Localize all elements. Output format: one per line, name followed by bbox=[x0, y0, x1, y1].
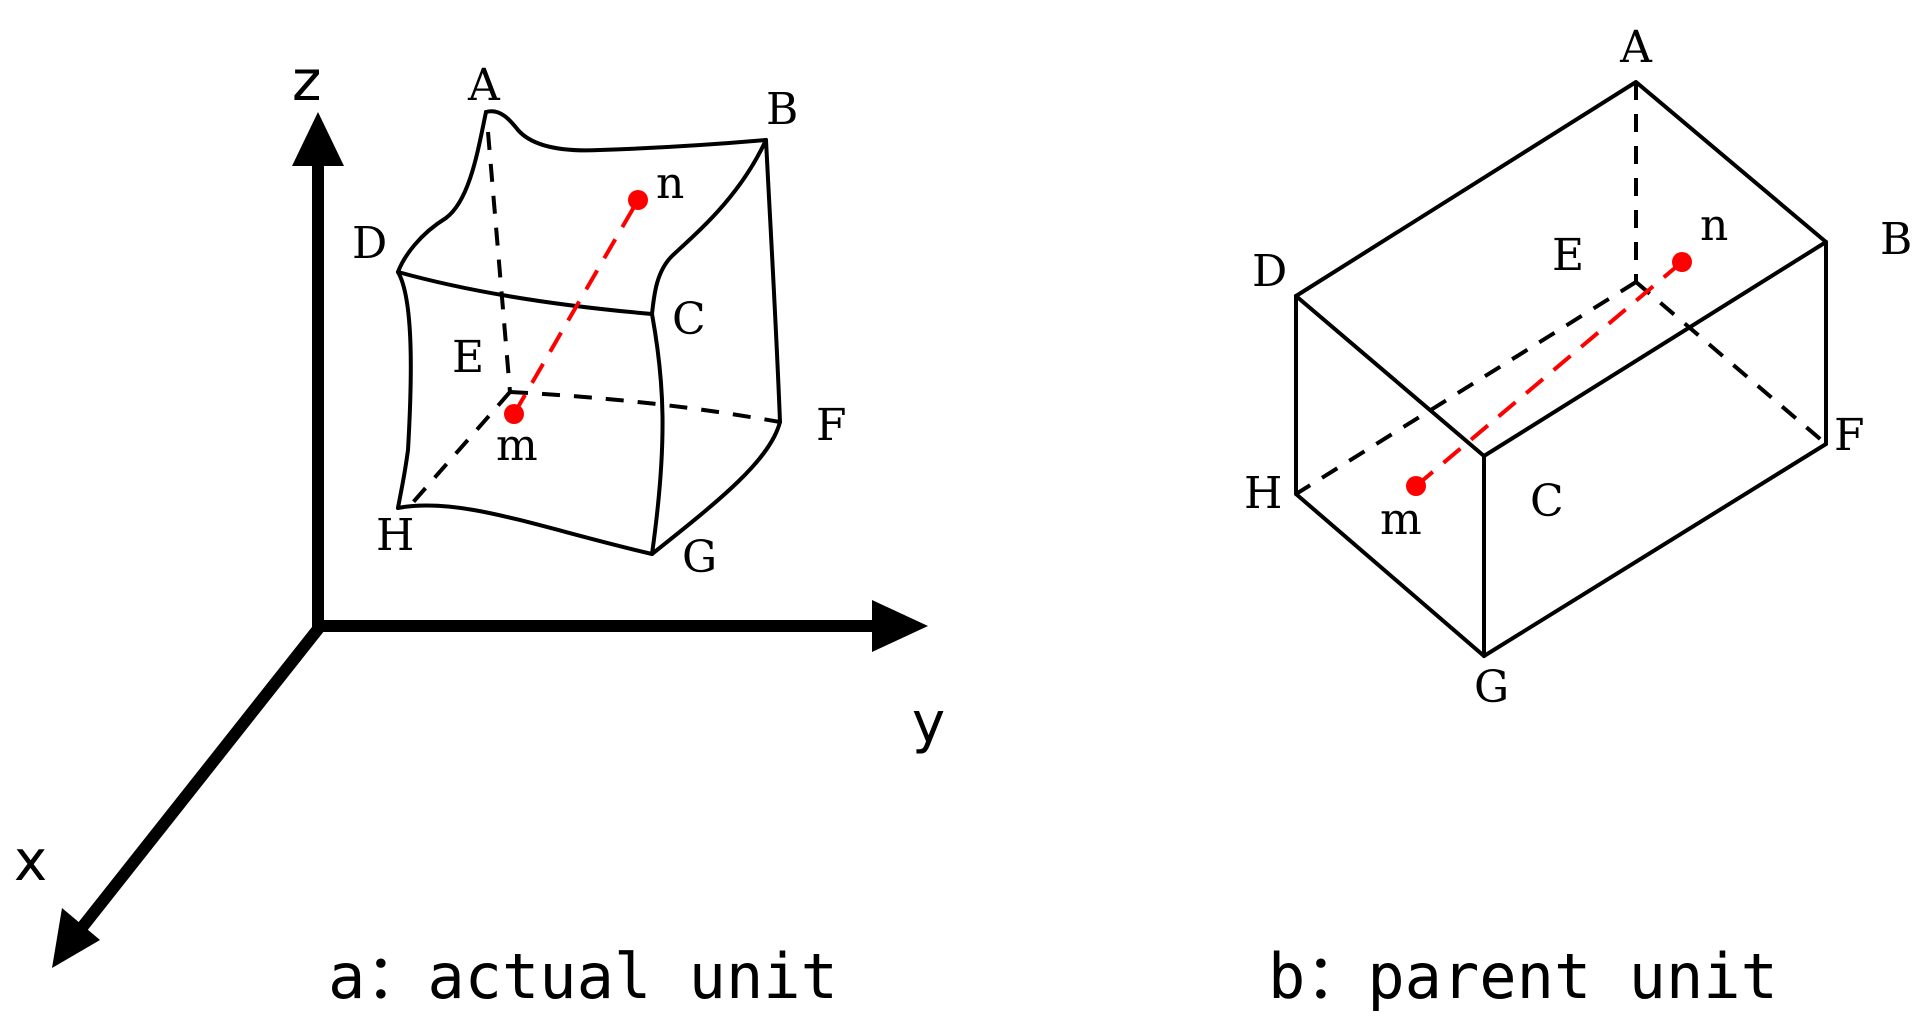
actual-hidden-edge-AE bbox=[486, 131, 512, 393]
actual-label-H: H bbox=[376, 510, 414, 561]
y-axis-arrowhead bbox=[872, 600, 928, 652]
parent-point-n bbox=[1672, 252, 1692, 272]
parent-label-F: F bbox=[1834, 410, 1865, 461]
actual-edge-DH bbox=[396, 270, 413, 510]
actual-point-m bbox=[504, 404, 524, 424]
actual-edge-CG bbox=[650, 312, 665, 556]
parent-label-G: G bbox=[1474, 662, 1509, 713]
actual-edge-DC bbox=[396, 270, 654, 316]
parent-hidden-edge-EH bbox=[1294, 280, 1638, 496]
parent-label-B: B bbox=[1880, 214, 1912, 265]
parent-hidden-edge-EF bbox=[1634, 280, 1828, 446]
actual-edge-FG bbox=[650, 420, 782, 556]
actual-unit: A B C D E F G H m n bbox=[352, 60, 847, 583]
z-axis-label: z bbox=[292, 49, 321, 114]
coordinate-axes: z y x bbox=[14, 49, 945, 968]
actual-label-n: n bbox=[656, 158, 684, 209]
parent-edge-FG bbox=[1482, 442, 1828, 658]
actual-label-A: A bbox=[467, 60, 501, 111]
parent-label-A: A bbox=[1619, 22, 1653, 73]
actual-label-D: D bbox=[352, 218, 387, 269]
actual-edge-BC bbox=[650, 138, 768, 316]
actual-hidden-edge-EF bbox=[509, 390, 781, 424]
y-axis-label: y bbox=[912, 691, 945, 756]
parent-point-m bbox=[1406, 476, 1426, 496]
actual-edge-BF bbox=[764, 138, 782, 424]
parent-edge-HG bbox=[1294, 492, 1486, 658]
x-axis bbox=[75, 620, 327, 934]
parent-label-H: H bbox=[1244, 468, 1282, 519]
actual-edge-HG bbox=[396, 503, 654, 556]
caption-parent-unit: b：parent unit bbox=[1268, 940, 1778, 1013]
actual-label-C: C bbox=[672, 294, 706, 345]
parent-edges-D-A-B bbox=[1294, 80, 1828, 298]
x-axis-label: x bbox=[14, 829, 47, 894]
actual-edge-AB bbox=[484, 109, 768, 153]
z-axis-arrowhead bbox=[292, 112, 344, 166]
parent-segment-mn bbox=[1414, 260, 1684, 488]
parent-label-n: n bbox=[1700, 200, 1728, 251]
actual-segment-mn bbox=[512, 198, 640, 416]
actual-label-E: E bbox=[452, 332, 484, 383]
actual-hidden-edge-EH bbox=[406, 390, 512, 510]
caption-actual-unit: a：actual unit bbox=[328, 940, 838, 1013]
actual-label-B: B bbox=[766, 84, 798, 135]
x-axis-arrowhead bbox=[52, 908, 100, 968]
actual-point-n bbox=[628, 190, 648, 210]
actual-label-m: m bbox=[496, 420, 538, 471]
parent-label-E: E bbox=[1552, 230, 1584, 281]
actual-edge-AD bbox=[396, 110, 488, 274]
parent-unit: A B C D E F G H m n bbox=[1244, 22, 1912, 713]
parent-label-C: C bbox=[1530, 476, 1564, 527]
parent-label-m: m bbox=[1380, 494, 1422, 545]
actual-label-F: F bbox=[816, 400, 847, 451]
parent-label-D: D bbox=[1252, 246, 1287, 297]
actual-label-G: G bbox=[682, 532, 717, 583]
